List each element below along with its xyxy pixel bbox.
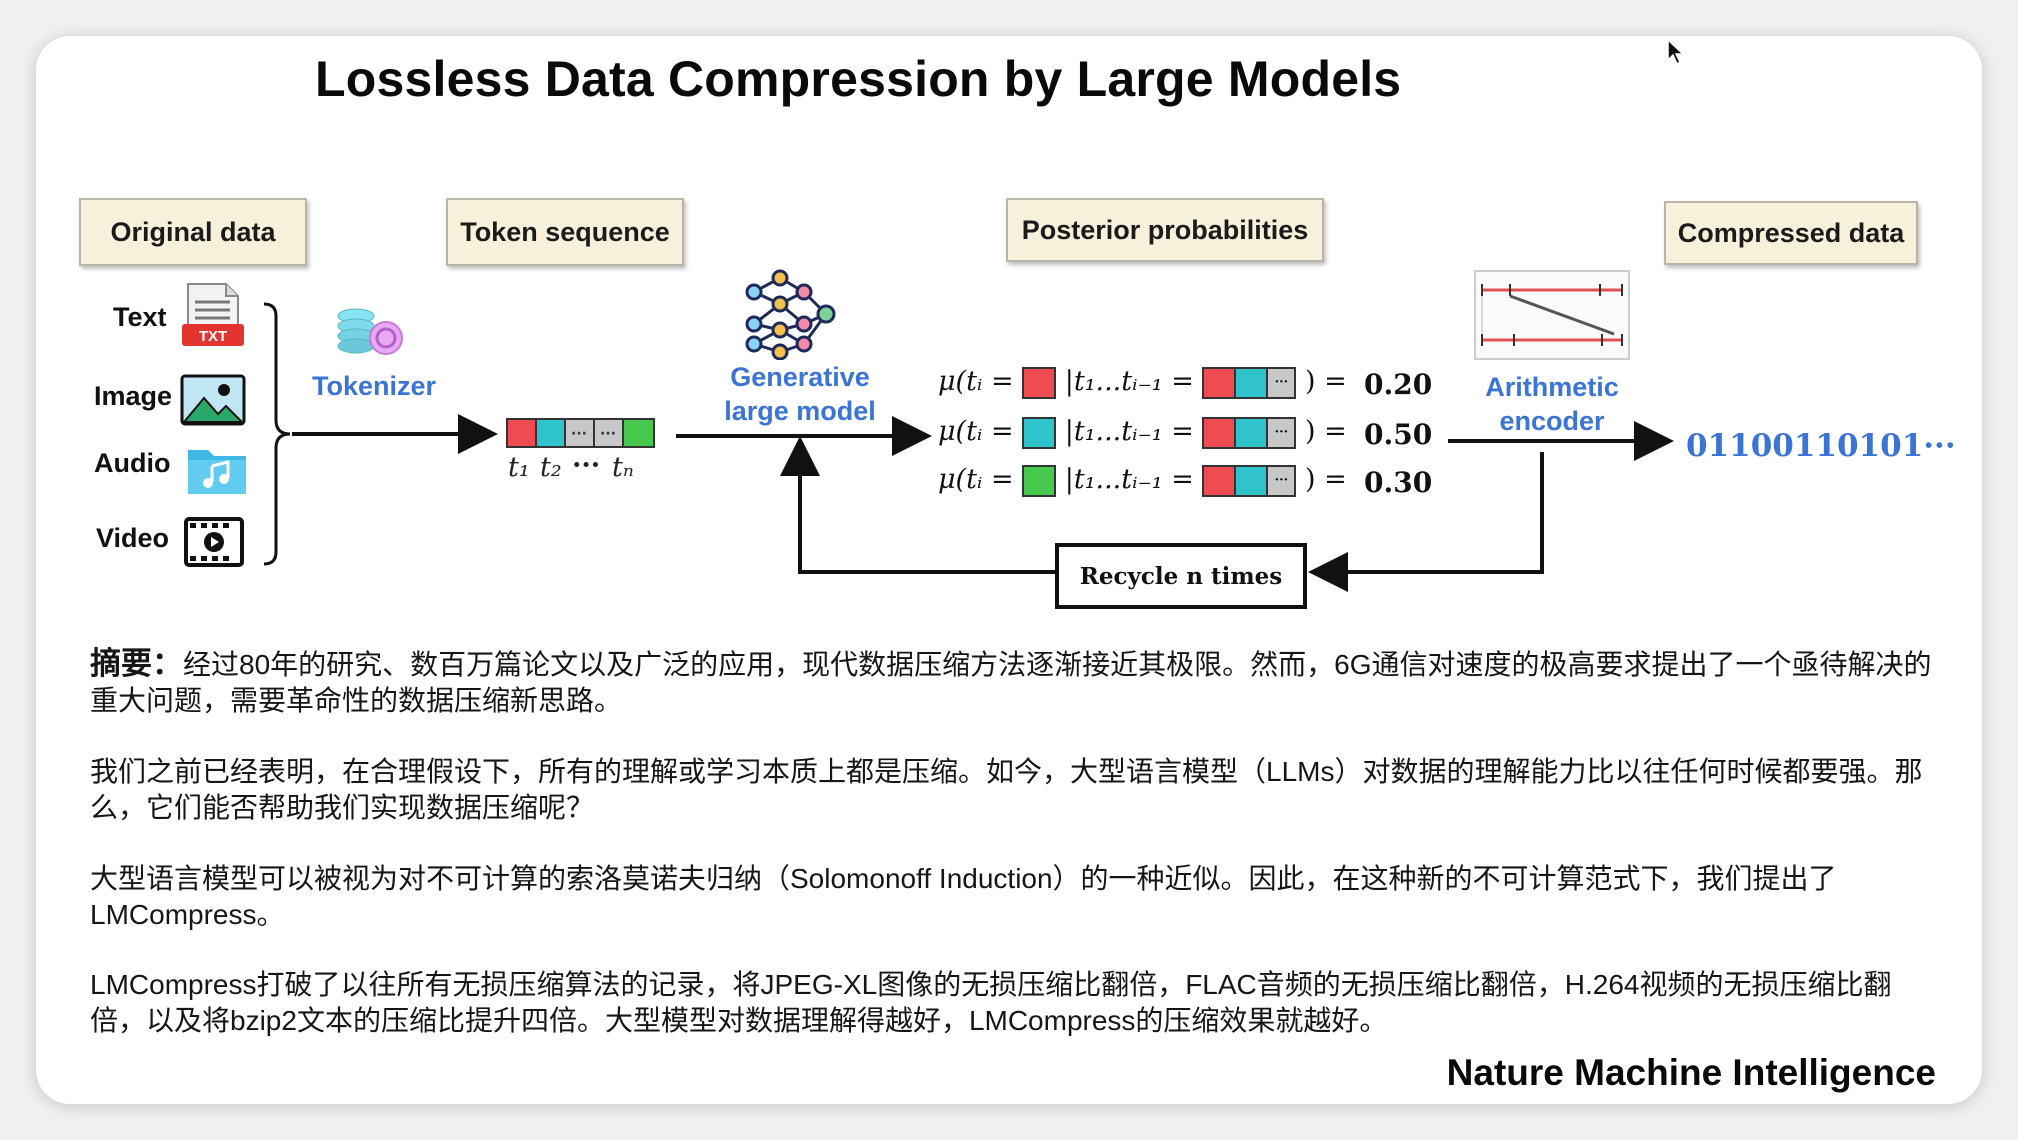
abstract-paragraph-4: LMCompress打破了以往所有无损压缩算法的记录，将JPEG-XL图像的无损… bbox=[90, 969, 1892, 1036]
equation-row-3: μ(tᵢ = |t₁...tᵢ₋₁ = ··· ) = bbox=[938, 464, 1347, 504]
token-sequence-bar: ··· ··· bbox=[506, 418, 655, 448]
eq2-suffix: ) = bbox=[1305, 416, 1347, 447]
eq1-context-bar: ··· bbox=[1202, 366, 1297, 399]
eq1-value: 0.20 bbox=[1364, 368, 1433, 401]
eq1-cond: |t₁...tᵢ₋₁ = bbox=[1064, 366, 1203, 397]
eq1-suffix: ) = bbox=[1305, 366, 1347, 397]
recycle-box: Recycle n times bbox=[1055, 543, 1307, 609]
equation-row-2: μ(tᵢ = |t₁...tᵢ₋₁ = ··· ) = bbox=[938, 416, 1347, 456]
image-icon bbox=[180, 374, 246, 426]
eq3-prefix: μ(tᵢ = bbox=[938, 464, 1023, 495]
mouse-cursor-icon bbox=[1667, 38, 1685, 66]
eq1-ellipsis: ··· bbox=[1266, 366, 1297, 399]
arith-label: Arithmetic encoder bbox=[1470, 370, 1634, 438]
model-label: Generative large model bbox=[712, 360, 888, 428]
audio-file-icon bbox=[188, 450, 246, 494]
coins-stack-icon bbox=[337, 308, 403, 355]
arith-label-line1: Arithmetic bbox=[1485, 372, 1619, 402]
compressed-bitstream: 01100110101··· bbox=[1686, 428, 1956, 464]
data-type-text: Text bbox=[113, 302, 167, 332]
data-type-audio: Audio bbox=[94, 448, 171, 478]
eq2-swatch bbox=[1022, 416, 1057, 449]
slide-title: Lossless Data Compression by Large Model… bbox=[315, 51, 1402, 107]
abstract-paragraph-3: 大型语言模型可以被视为对不可计算的索洛莫诺夫归纳（Solomonoff Indu… bbox=[90, 863, 1837, 930]
svg-text:···: ··· bbox=[600, 426, 616, 442]
eq1-prefix: μ(tᵢ = bbox=[938, 366, 1023, 397]
data-type-image: Image bbox=[94, 381, 173, 411]
eq2-value: 0.50 bbox=[1364, 418, 1433, 451]
data-type-video: Video bbox=[96, 523, 170, 553]
model-label-line1: Generative bbox=[730, 362, 870, 392]
abstract-heading: 摘要： bbox=[90, 646, 183, 681]
data-brace bbox=[263, 302, 291, 566]
label-posterior-probabilities: Posterior probabilities bbox=[1006, 198, 1324, 262]
token-ellipsis: ··· bbox=[572, 450, 601, 481]
loop-arrow-right bbox=[1308, 452, 1544, 592]
eq3-value: 0.30 bbox=[1364, 466, 1433, 499]
flow-arrows bbox=[263, 302, 1674, 592]
eq3-cond: |t₁...tᵢ₋₁ = bbox=[1064, 464, 1203, 495]
journal-name: Nature Machine Intelligence bbox=[1446, 1052, 1936, 1093]
loop-arrow-left bbox=[780, 436, 1055, 574]
eq1-swatch bbox=[1022, 366, 1057, 399]
token-t2: t₂ bbox=[540, 452, 562, 483]
eq3-context-bar: ··· bbox=[1202, 464, 1297, 497]
model-label-line2: large model bbox=[724, 396, 876, 426]
video-icon bbox=[184, 517, 244, 567]
equation-row-1: μ(tᵢ = |t₁...tᵢ₋₁ = ··· ) = bbox=[938, 366, 1347, 406]
arithmetic-encoder-icon bbox=[1474, 270, 1630, 360]
eq2-prefix: μ(tᵢ = bbox=[938, 416, 1023, 447]
eq2-cond: |t₁...tᵢ₋₁ = bbox=[1064, 416, 1203, 447]
label-token-sequence: Token sequence bbox=[446, 198, 684, 266]
eq2-context-bar: ··· bbox=[1202, 416, 1297, 449]
eq3-swatch bbox=[1022, 464, 1057, 497]
abstract-paragraph-1: 摘要：经过80年的研究、数百万篇论文以及广泛的应用，现代数据压缩方法逐渐接近其极… bbox=[90, 646, 1940, 719]
token-t1: t₁ bbox=[508, 452, 530, 483]
eq2-ellipsis: ··· bbox=[1266, 416, 1297, 449]
token-tn: tₙ bbox=[612, 452, 634, 483]
txt-file-icon: TXT bbox=[182, 283, 244, 346]
eq3-ellipsis: ··· bbox=[1266, 464, 1297, 497]
tokenizer-label: Tokenizer bbox=[312, 371, 437, 401]
abstract-paragraph-2: 我们之前已经表明，在合理假设下，所有的理解或学习本质上都是压缩。如今，大型语言模… bbox=[90, 756, 1923, 823]
txt-badge-label: TXT bbox=[199, 328, 227, 345]
arith-label-line2: encoder bbox=[1499, 406, 1605, 436]
label-original-data: Original data bbox=[79, 198, 307, 266]
label-compressed-data: Compressed data bbox=[1664, 201, 1918, 265]
abstract-text-1: 经过80年的研究、数百万篇论文以及广泛的应用，现代数据压缩方法逐渐接近其极限。然… bbox=[90, 649, 1932, 716]
eq3-suffix: ) = bbox=[1305, 464, 1347, 495]
svg-text:···: ··· bbox=[571, 426, 587, 442]
neural-network-icon bbox=[745, 269, 836, 360]
